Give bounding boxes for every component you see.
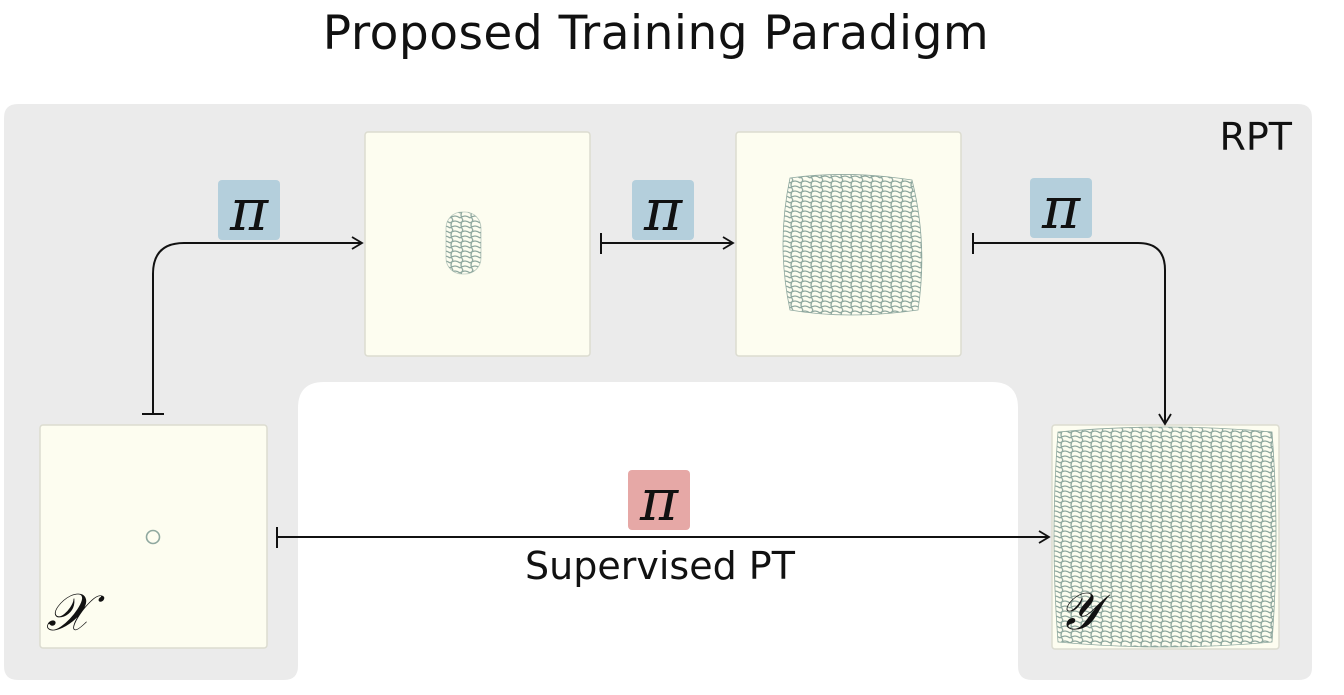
input-label: 𝒳 <box>46 583 91 643</box>
small-pattern <box>446 212 481 274</box>
diagram-title: Proposed Training Paradigm <box>322 6 990 61</box>
intermediate-panel-2 <box>735 131 962 357</box>
medium-pattern <box>782 174 923 316</box>
policy-badge-2: π <box>632 180 694 240</box>
arrow-step1-to-step2 <box>600 233 735 254</box>
input-panel <box>39 424 268 649</box>
seed-point <box>145 529 161 545</box>
arrow-supervised <box>276 527 1051 548</box>
policy-badge-3: π <box>1030 178 1092 238</box>
policy-badge-supervised: π <box>628 470 690 530</box>
policy-badge-1: π <box>218 180 280 240</box>
rpt-label: RPT <box>1219 115 1292 159</box>
rpt-region <box>4 104 1312 680</box>
output-label: 𝒴 <box>1058 582 1099 642</box>
output-panel <box>1051 424 1280 650</box>
large-pattern <box>1053 426 1277 648</box>
supervised-label: Supervised PT <box>525 544 795 588</box>
arrow-input-to-step1 <box>142 236 364 415</box>
intermediate-panel-1 <box>364 131 591 357</box>
arrow-step2-to-output <box>972 233 1172 426</box>
